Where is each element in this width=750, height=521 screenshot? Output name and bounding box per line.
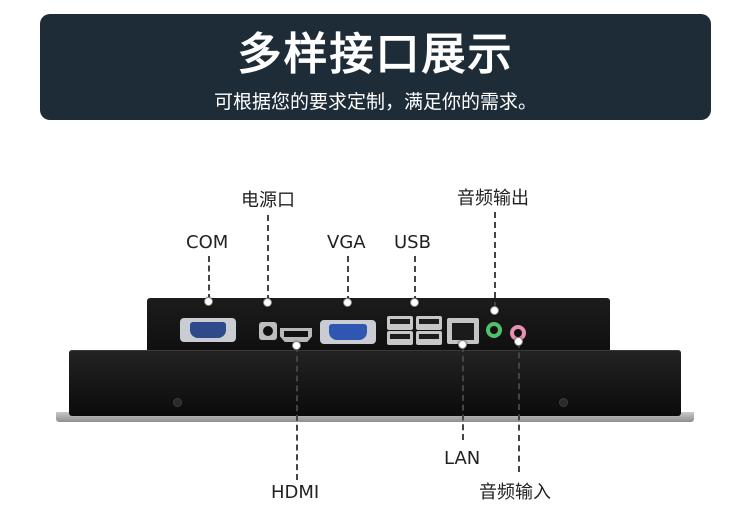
label-usb: USB [394, 232, 431, 253]
audio-in-marker-dot [514, 337, 523, 346]
usb-port-icon [387, 331, 413, 345]
vga-port-icon [320, 320, 376, 344]
usb-port-icon [387, 316, 413, 330]
header-banner: 多样接口展示 可根据您的要求定制，满足你的需求。 [40, 14, 711, 120]
hdmi-leader-line [296, 346, 298, 480]
device-front-body [69, 350, 681, 416]
com-port-icon [180, 318, 236, 342]
label-audio-out: 音频输出 [457, 188, 529, 209]
vga-marker-dot [343, 298, 352, 307]
lan-port-icon [447, 318, 479, 344]
label-com: COM [186, 232, 229, 253]
banner-title: 多样接口展示 [237, 29, 514, 80]
device-base-plate [56, 412, 694, 422]
usb-marker-dot [410, 298, 419, 307]
audio-out-leader-line [494, 212, 496, 308]
audio-out-marker-dot [490, 306, 499, 315]
label-hdmi: HDMI [271, 482, 320, 503]
power-marker-dot [263, 298, 272, 307]
usb-port-icon [416, 331, 442, 345]
usb-port-icon [416, 316, 442, 330]
lan-leader-line [462, 346, 464, 440]
audio-in-leader-line [518, 342, 520, 472]
label-lan: LAN [444, 448, 481, 469]
lan-marker-dot [458, 340, 467, 349]
label-vga: VGA [327, 232, 366, 253]
audio-out-jack-icon [486, 322, 502, 338]
screw-icon [559, 398, 568, 407]
power-leader-line [267, 215, 269, 301]
com-marker-dot [204, 297, 213, 306]
com-leader-line [208, 256, 210, 300]
audio-in-jack-icon [510, 325, 526, 341]
label-audio-in: 音频输入 [479, 482, 551, 503]
hdmi-port-icon [280, 328, 312, 342]
label-power: 电源口 [241, 190, 295, 211]
usb-leader-line [414, 256, 416, 302]
power-jack-icon [259, 322, 277, 340]
banner-subtitle: 可根据您的要求定制，满足你的需求。 [213, 91, 537, 113]
screw-icon [173, 398, 182, 407]
vga-leader-line [347, 256, 349, 302]
hdmi-marker-dot [292, 341, 301, 350]
